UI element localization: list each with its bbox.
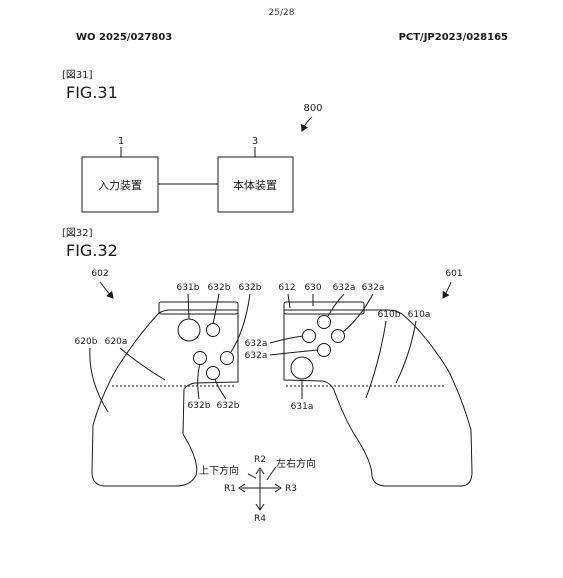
left-button-right [220, 351, 234, 365]
direction-indicator: R2 R1 R3 R4 上下方向 左右方向 [199, 455, 316, 524]
label-r3: R3 [285, 484, 297, 494]
box1-ref: 1 [118, 136, 124, 147]
leader-632b-d [214, 378, 227, 400]
fig32-title: FIG.32 [66, 241, 118, 260]
fig32-tag: [図32] [62, 228, 93, 239]
left-controller-body [91, 309, 239, 487]
label-632a-d: 632a [245, 351, 268, 361]
leader-632b-b [230, 293, 251, 353]
label-631b: 631b [177, 283, 200, 293]
right-button-a [331, 329, 345, 343]
leader-612 [287, 293, 291, 309]
leader-620a [119, 347, 166, 381]
label-632b-a: 632b [208, 283, 231, 293]
label-610a: 610a [408, 310, 431, 320]
right-analog-stick [290, 356, 314, 380]
label-r1: R1 [224, 484, 236, 494]
fig31-title: FIG.31 [66, 83, 118, 102]
right-controller: 601 612 630 632a 632a 610b 610a 632a 632… [245, 269, 473, 487]
label-632b-d: 632b [217, 401, 240, 411]
label-631a: 631a [291, 402, 314, 412]
label-612: 612 [278, 283, 295, 293]
left-analog-stick [177, 318, 201, 342]
label-620a: 620a [105, 337, 128, 347]
label-632a-c: 632a [245, 339, 268, 349]
left-controller-ref-arrow [99, 281, 114, 299]
label-632b-b: 632b [239, 283, 262, 293]
right-controller-ref: 601 [445, 269, 462, 279]
leader-631b [187, 293, 190, 320]
system-ref-800: 800 [303, 103, 322, 114]
input-device-label: 入力装置 [98, 179, 142, 192]
leader-632b-a [212, 293, 220, 325]
left-controller-ref: 602 [91, 269, 108, 279]
left-button-up [206, 323, 220, 337]
left-button-left [193, 351, 207, 365]
page-number: 25/28 [268, 8, 295, 18]
leader-632a-b [342, 293, 374, 333]
leader-632a-c [269, 335, 304, 344]
main-device-box [217, 156, 294, 213]
publication-number: WO 2025/027803 [76, 32, 173, 43]
label-r2: R2 [254, 455, 266, 465]
right-button-x [317, 315, 331, 329]
leader-632a-d [269, 349, 319, 356]
leader-632a-a [327, 293, 345, 317]
label-630: 630 [304, 283, 321, 293]
right-controller-ref-arrow [442, 281, 452, 299]
leader-610b [365, 320, 387, 399]
application-number: PCT/JP2023/028165 [398, 32, 508, 43]
arrowhead-left [238, 483, 246, 493]
left-controller: 602 631b 632b 632b 620b 620a 632b 632b [75, 269, 262, 487]
leader-620b [89, 347, 109, 413]
right-button-y [302, 329, 316, 343]
leader-610a [395, 320, 417, 384]
right-controller-body [283, 309, 473, 487]
arrowhead-right [274, 483, 282, 493]
right-button-b [317, 343, 331, 357]
left-button-down [206, 366, 220, 380]
left-right-leader [266, 466, 277, 481]
left-rail-connector [158, 301, 239, 315]
label-610b: 610b [378, 310, 401, 320]
arrowhead-down [255, 503, 265, 511]
fig31-tag: [図31] [62, 70, 93, 81]
box2-ref: 3 [252, 136, 258, 147]
leader-632b-c [197, 363, 201, 400]
label-r4: R4 [254, 514, 266, 524]
fig31-diagram: 800 1 入力装置 3 本体装置 [81, 103, 323, 213]
main-device-label: 本体装置 [233, 178, 277, 192]
right-rail-connector [283, 301, 365, 315]
up-down-direction-label: 上下方向 [199, 464, 239, 477]
label-632a-b: 632a [362, 283, 385, 293]
up-down-leader [247, 473, 257, 479]
label-632b-c: 632b [188, 401, 211, 411]
left-right-direction-label: 左右方向 [276, 457, 316, 470]
arrowhead-up [255, 467, 265, 475]
system-ref-arrow [300, 116, 313, 132]
label-620b: 620b [75, 337, 98, 347]
label-632a-a: 632a [333, 283, 356, 293]
